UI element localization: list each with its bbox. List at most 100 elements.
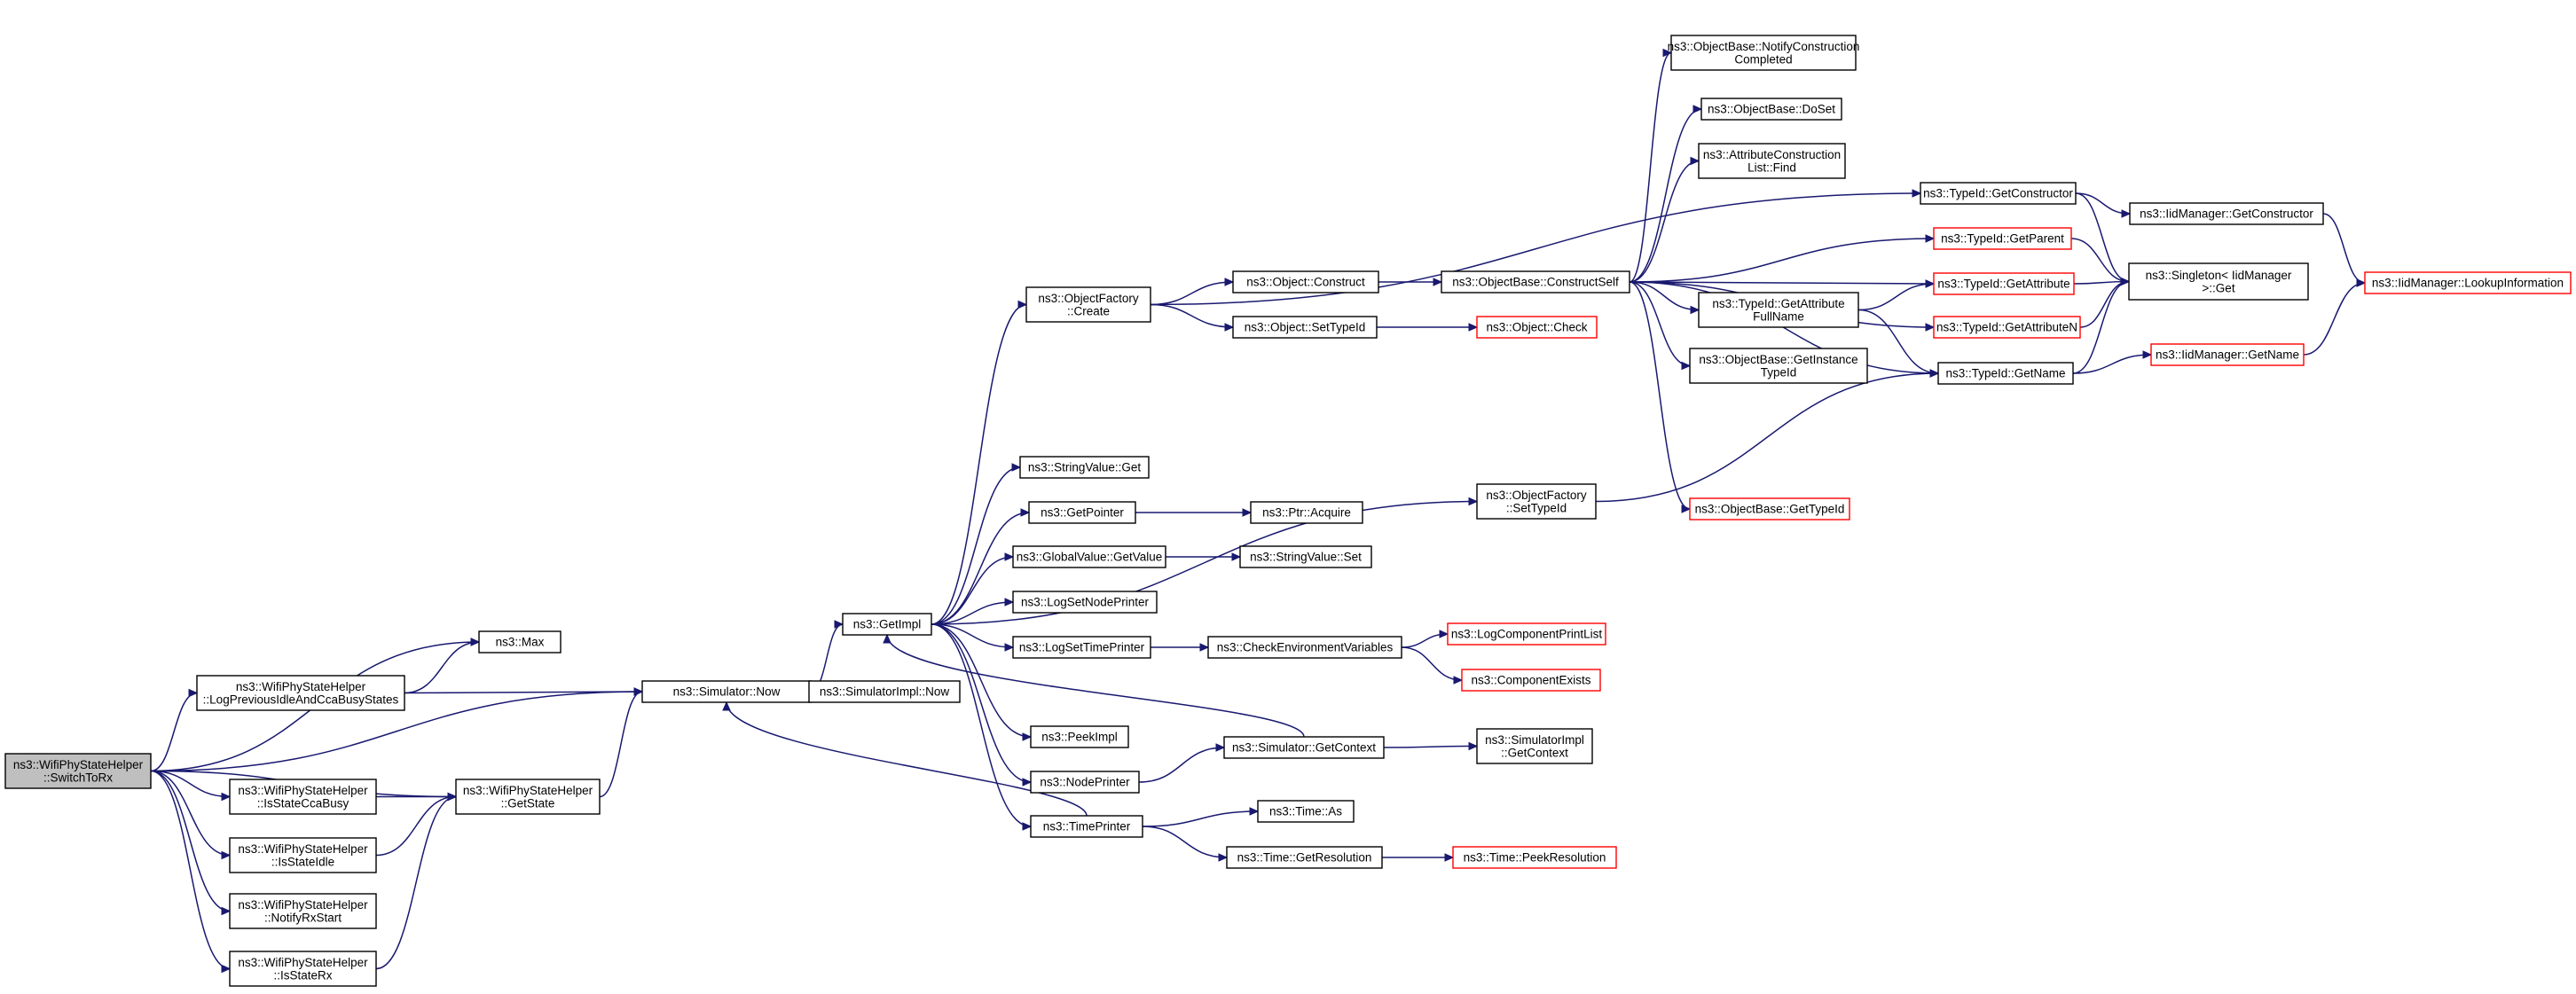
node-ns3-objectbase-constructself[interactable]: ns3::ObjectBase::ConstructSelf: [1441, 270, 1630, 294]
node-box: [1030, 725, 1129, 748]
node-label: List::Find: [1747, 160, 1796, 174]
node-ns3-iidmanager-getname[interactable]: ns3::IidManager::GetName: [2150, 343, 2305, 366]
node-ns3-componentexists[interactable]: ns3::ComponentExists: [1461, 669, 1601, 692]
edge-line: [1629, 281, 1935, 285]
node-ns3-typeid-getparent[interactable]: ns3::TypeId::GetParent: [1933, 227, 2072, 250]
edge-n38-to-n45: [1857, 309, 1940, 378]
node-ns3-simulator-now[interactable]: ns3::Simulator::Now: [641, 680, 812, 703]
node-ns3-getpointer[interactable]: ns3::GetPointer: [1028, 501, 1136, 524]
node-ns3-time-as[interactable]: ns3::Time::As: [1257, 800, 1355, 823]
edge-line: [931, 303, 1027, 625]
edge-n19-to-n8: [722, 700, 1088, 817]
edge-line: [886, 634, 1305, 738]
edge-arrowhead: [221, 906, 232, 916]
edge-arrowhead: [722, 700, 731, 711]
node-label: ns3::AttributeConstruction: [1703, 148, 1841, 161]
node-ns3-stringvalue-get[interactable]: ns3::StringValue::Get: [1019, 456, 1150, 479]
node-label: ::GetState: [501, 796, 555, 810]
edge-arrowhead: [1468, 741, 1479, 751]
node-ns3-time-getresolution[interactable]: ns3::Time::GetResolution: [1226, 846, 1383, 869]
node-ns3-objectbase-gettypeid[interactable]: ns3::ObjectBase::GetTypeId: [1689, 497, 1850, 520]
edge-n9-to-n22: [931, 497, 1479, 625]
node-label: ns3::ObjectBase::ConstructSelf: [1452, 276, 1619, 289]
edge-n25-to-n32: [1401, 646, 1464, 685]
node-ns3-objectfactory-settypeid[interactable]: ns3::ObjectFactory::SetTypeId: [1476, 483, 1597, 520]
node-ns3-object-construct[interactable]: ns3::Object::Construct: [1232, 270, 1379, 294]
node-ns3-wifiphystatehelper-notifyrxstart[interactable]: ns3::WifiPhyStateHelper::NotifyRxStart: [229, 893, 377, 929]
node-label: ns3::ObjectBase::NotifyConstruction: [1668, 40, 1860, 53]
node-ns3-typeid-getattribute[interactable]: ns3::TypeId::GetAttribute: [1933, 272, 2075, 295]
node-box: [1452, 846, 1617, 869]
node-box: [1030, 815, 1143, 838]
node-ns3-max[interactable]: ns3::Max: [478, 630, 562, 654]
edge-n48-to-n49: [2303, 278, 2367, 356]
node-label: ns3::Object::SetTypeId: [1245, 321, 1366, 334]
edge-n45-to-n47: [2072, 277, 2131, 374]
node-ns3-stringvalue-set[interactable]: ns3::StringValue::Set: [1239, 545, 1372, 568]
node-label: ns3::CheckEnvironmentVariables: [1217, 641, 1394, 654]
node-box: [1012, 545, 1166, 568]
node-ns3-singleton-iidmanager-get[interactable]: ns3::Singleton< IidManager >::Get: [2128, 262, 2309, 301]
edge-n29-to-n37: [1629, 156, 1700, 283]
node-label: ns3::LogComponentPrintList: [1451, 628, 1603, 641]
node-label: ns3::GetPointer: [1041, 506, 1124, 520]
node-ns3-logcomponentprintlist[interactable]: ns3::LogComponentPrintList: [1447, 622, 1606, 646]
node-ns3-nodeprinter[interactable]: ns3::NodePrinter: [1030, 771, 1140, 794]
node-ns3-time-peekresolution[interactable]: ns3::Time::PeekResolution: [1452, 846, 1617, 869]
node-ns3-objectbase-doset[interactable]: ns3::ObjectBase::DoSet: [1700, 98, 1842, 121]
node-label: ns3::WifiPhyStateHelper: [238, 784, 368, 797]
node-ns3-peekimpl[interactable]: ns3::PeekImpl: [1030, 725, 1129, 748]
edge-n9-to-n17: [931, 623, 1033, 741]
node-ns3-wifiphystatehelper-logpreviousidleandccabusystates[interactable]: ns3::WifiPhyStateHelper::LogPreviousIdle…: [196, 675, 405, 711]
node-box: [2128, 262, 2309, 301]
node-ns3-typeid-getname[interactable]: ns3::TypeId::GetName: [1937, 362, 2074, 385]
edge-line: [1857, 283, 1935, 311]
node-ns3-simulatorimpl-now[interactable]: ns3::SimulatorImpl::Now: [808, 680, 961, 703]
node-ns3-getimpl[interactable]: ns3::GetImpl: [842, 613, 932, 636]
node-label: ns3::WifiPhyStateHelper: [13, 758, 144, 771]
node-ns3-logsettimeprinter[interactable]: ns3::LogSetTimePrinter: [1012, 636, 1151, 659]
edge-arrowhead: [2121, 209, 2132, 218]
edge-n9-to-n12: [931, 463, 1022, 625]
edge-n18-to-n26: [1138, 743, 1226, 783]
node-label: ns3::WifiPhyStateHelper: [238, 956, 368, 969]
node-ns3-ptr-acquire[interactable]: ns3::Ptr::Acquire: [1250, 501, 1363, 524]
node-ns3-object-check[interactable]: ns3::Object::Check: [1476, 316, 1598, 339]
node-box: [455, 779, 601, 815]
node-box: [1933, 227, 2072, 250]
node-ns3-wifiphystatehelper-isstateccabusy[interactable]: ns3::WifiPhyStateHelper::IsStateCcaBusy: [229, 779, 377, 815]
node-ns3-simulator-getcontext[interactable]: ns3::Simulator::GetContext: [1223, 736, 1385, 759]
node-box: [2364, 271, 2572, 294]
edge-n7-to-n3: [375, 792, 458, 970]
node-ns3-objectfactory-create[interactable]: ns3::ObjectFactory::Create: [1025, 286, 1151, 323]
edge-line: [2079, 280, 2130, 328]
edge-line: [2072, 280, 2130, 374]
node-label: ns3::GlobalValue::GetValue: [1017, 551, 1163, 564]
node-ns3-wifiphystatehelper-isstateidle[interactable]: ns3::WifiPhyStateHelper::IsStateIdle: [229, 837, 377, 873]
node-ns3-iidmanager-lookupinformation[interactable]: ns3::IidManager::LookupInformation: [2364, 271, 2572, 294]
node-label: ::IsStateRx: [273, 968, 332, 982]
node-box: [478, 630, 562, 654]
node-ns3-wifiphystatehelper-switchtorx[interactable]: ns3::WifiPhyStateHelper::SwitchToRx: [4, 753, 152, 789]
node-ns3-wifiphystatehelper-isstaterx[interactable]: ns3::WifiPhyStateHelper::IsStateRx: [229, 951, 377, 987]
node-ns3-globalvalue-getvalue[interactable]: ns3::GlobalValue::GetValue: [1012, 545, 1166, 568]
node-box: [1030, 771, 1140, 794]
edge-n14-to-n24: [1166, 552, 1242, 561]
node-ns3-typeid-getattributen[interactable]: ns3::TypeId::GetAttributeN: [1933, 316, 2081, 339]
node-ns3-logsetnodeprinter[interactable]: ns3::LogSetNodePrinter: [1012, 591, 1158, 614]
node-ns3-iidmanager-getconstructor[interactable]: ns3::IidManager::GetConstructor: [2129, 202, 2324, 225]
edge-line: [931, 623, 1032, 827]
node-ns3-timeprinter[interactable]: ns3::TimePrinter: [1030, 815, 1143, 838]
node-ns3-wifiphystatehelper-getstate[interactable]: ns3::WifiPhyStateHelper::GetState: [455, 779, 601, 815]
node-label: ns3::IidManager::LookupInformation: [2372, 277, 2564, 290]
node-ns3-typeid-getconstructor[interactable]: ns3::TypeId::GetConstructor: [1920, 182, 2077, 205]
edge-arrowhead: [1453, 676, 1464, 685]
node-ns3-simulatorimpl-getcontext[interactable]: ns3::SimulatorImpl::GetContext: [1476, 728, 1593, 764]
node-box: [1933, 316, 2081, 339]
node-ns3-object-settypeid[interactable]: ns3::Object::SetTypeId: [1232, 316, 1378, 339]
node-ns3-objectbase-notifyconstructioncompleted[interactable]: ns3::ObjectBase::NotifyConstructionCompl…: [1668, 35, 1860, 71]
node-ns3-checkenvironmentvariables[interactable]: ns3::CheckEnvironmentVariables: [1207, 636, 1402, 659]
